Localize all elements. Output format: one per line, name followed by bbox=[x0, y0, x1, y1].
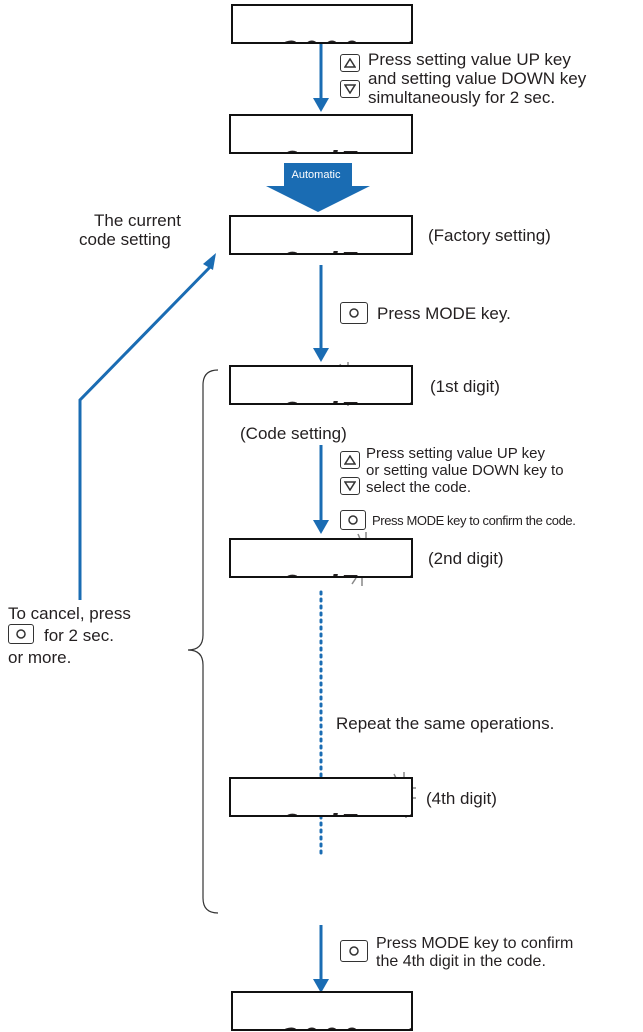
display-2: CodE bbox=[229, 114, 413, 154]
cancel-line2: for 2 sec. bbox=[44, 626, 114, 645]
display-7: 2000 3000 bbox=[231, 991, 413, 1031]
confirm-code-label: Press MODE key to confirm the code. bbox=[372, 513, 576, 528]
cancel-line1: To cancel, press bbox=[8, 604, 131, 623]
up-key-icon-2 bbox=[340, 451, 360, 469]
confirm4-line2: the 4th digit in the code. bbox=[376, 953, 546, 970]
cancel-arrow-head bbox=[203, 253, 216, 270]
display-7-right: 3000 bbox=[405, 1023, 411, 1030]
current-label-line2: code setting bbox=[79, 230, 171, 249]
arrow-head-4 bbox=[313, 979, 329, 993]
display-3: CodE 0002 bbox=[229, 215, 413, 255]
step1-line1: Press setting value UP key bbox=[368, 50, 571, 69]
display-1: 2000 3000 bbox=[231, 4, 413, 44]
second-digit-label: (2nd digit) bbox=[428, 549, 504, 568]
factory-setting-label: (Factory setting) bbox=[428, 226, 551, 245]
arrow-head-3 bbox=[313, 520, 329, 534]
mode-key-icon-2 bbox=[340, 510, 366, 530]
display-5-left: CodE bbox=[279, 570, 359, 577]
display-4-right: 0002 bbox=[403, 397, 411, 404]
arrow-head-2 bbox=[313, 348, 329, 362]
display-3-left: CodE bbox=[279, 247, 359, 254]
display-4-left: CodE bbox=[279, 397, 359, 404]
cancel-path bbox=[78, 263, 214, 600]
select-line2: or setting value DOWN key to bbox=[366, 462, 564, 479]
down-key-icon-2 bbox=[340, 477, 360, 495]
display-1-right: 3000 bbox=[405, 36, 411, 43]
display-6-left: CodE bbox=[279, 809, 359, 816]
first-digit-label: (1st digit) bbox=[430, 377, 500, 396]
display-2-left: CodE bbox=[279, 146, 359, 153]
select-line3: select the code. bbox=[366, 479, 472, 496]
code-setting-label: (Code setting) bbox=[240, 424, 347, 443]
display-5-right: 0002 bbox=[403, 570, 411, 577]
automatic-label: Automatic bbox=[291, 169, 341, 181]
display-6: CodE 0394 bbox=[229, 777, 413, 817]
select-line1: Press setting value UP key bbox=[366, 445, 545, 462]
repeat-label: Repeat the same operations. bbox=[336, 714, 555, 733]
current-label-line1: The current bbox=[94, 211, 181, 230]
mode-key-icon-3 bbox=[340, 940, 368, 962]
display-7-left: 2000 bbox=[281, 1023, 361, 1030]
display-1-left: 2000 bbox=[281, 36, 361, 43]
fourth-digit-label: (4th digit) bbox=[426, 789, 497, 808]
display-3-right: 0002 bbox=[403, 247, 411, 254]
automatic-arrow bbox=[266, 163, 370, 212]
arrow-head-1 bbox=[313, 98, 329, 112]
confirm4-line1: Press MODE key to confirm bbox=[376, 935, 574, 952]
down-key-icon bbox=[340, 80, 360, 98]
display-4: CodE 0002 bbox=[229, 365, 413, 405]
press-mode-label: Press MODE key. bbox=[377, 304, 511, 323]
step1-line3: simultaneously for 2 sec. bbox=[368, 88, 556, 107]
display-5: CodE 0002 bbox=[229, 538, 413, 578]
cancel-line3: or more. bbox=[8, 648, 72, 667]
mode-key-icon bbox=[340, 302, 368, 324]
step1-line2: and setting value DOWN key bbox=[368, 69, 587, 88]
display-6-right: 0394 bbox=[403, 809, 411, 816]
up-key-icon bbox=[340, 54, 360, 72]
mode-key-icon-cancel bbox=[8, 624, 34, 644]
brace bbox=[187, 369, 219, 914]
